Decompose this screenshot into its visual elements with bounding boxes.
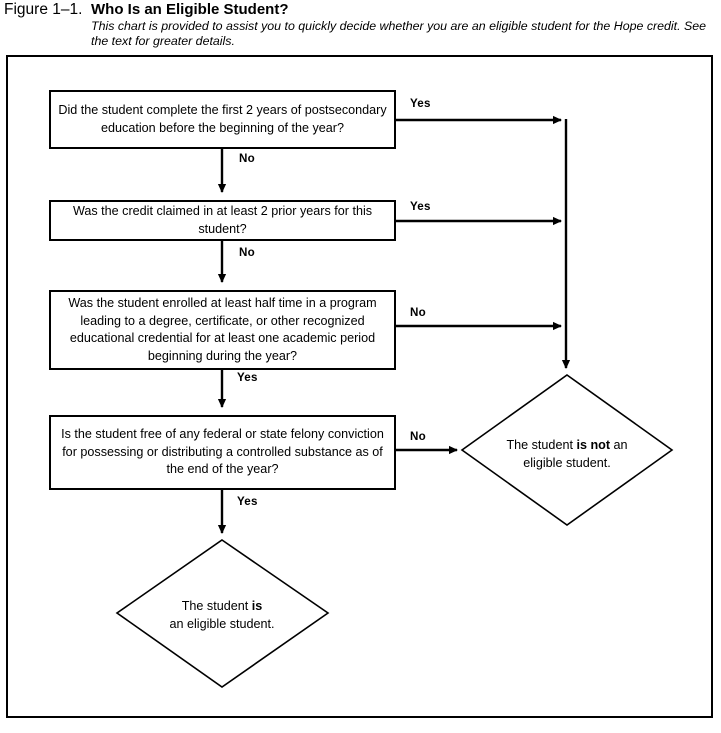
terminal-eligible-text: The student is an eligible student.: [117, 598, 327, 633]
decision-box-felony-conviction-text: Is the student free of any federal or st…: [61, 427, 384, 477]
terminal-eligible-line-2: an eligible student.: [169, 616, 275, 631]
edge-label-no-3: No: [410, 306, 426, 319]
terminal-not-eligible-suffix: an: [610, 438, 628, 452]
figure-number: Figure 1–1.: [4, 1, 83, 18]
terminal-not-eligible-text: The student is not an eligible student.: [462, 437, 672, 472]
terminal-eligible-line-1: The student is: [117, 598, 327, 616]
edge-label-yes-4: Yes: [237, 495, 258, 508]
terminal-not-eligible-line-2: eligible student.: [523, 455, 611, 470]
edge-label-yes-3: Yes: [237, 371, 258, 384]
figure-title: Who Is an Eligible Student?: [91, 1, 289, 18]
edge-label-yes-1: Yes: [410, 97, 431, 110]
decision-box-claimed-2-prior-years[interactable]: Was the credit claimed in at least 2 pri…: [49, 200, 396, 241]
diamond-eligible: [115, 539, 330, 688]
decision-box-claimed-2-prior-years-text: Was the credit claimed in at least 2 pri…: [72, 204, 373, 236]
figure-subtitle: This chart is provided to assist you to …: [91, 19, 707, 48]
decision-box-enrolled-half-time[interactable]: Was the student enrolled at least half t…: [49, 290, 396, 370]
decision-box-first-2-years-text: Did the student complete the first 2 yea…: [58, 103, 387, 135]
decision-box-felony-conviction[interactable]: Is the student free of any federal or st…: [49, 415, 396, 490]
decision-box-enrolled-half-time-text: Was the student enrolled at least half t…: [68, 296, 377, 363]
edge-label-no-4: No: [410, 430, 426, 443]
terminal-eligible-emphasis: is: [251, 599, 263, 613]
edge-label-yes-2: Yes: [410, 200, 431, 213]
edge-label-no-1: No: [239, 152, 255, 165]
terminal-not-eligible-emphasis: is not: [576, 438, 611, 452]
diamond-not-eligible: [460, 374, 674, 526]
terminal-not-eligible-prefix: The student: [506, 438, 577, 452]
terminal-not-eligible-line-1: The student is not an: [462, 437, 672, 455]
edge-label-no-2: No: [239, 246, 255, 259]
terminal-eligible-prefix: The student: [181, 599, 252, 613]
decision-box-first-2-years[interactable]: Did the student complete the first 2 yea…: [49, 90, 396, 149]
figure-caption: Figure 1–1. Who Is an Eligible Student? …: [0, 0, 721, 52]
